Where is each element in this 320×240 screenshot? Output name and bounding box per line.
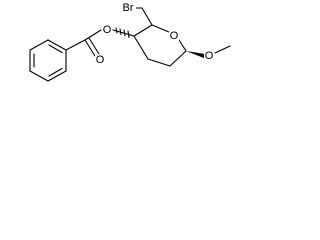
hashed-wedge-ester: [115, 27, 130, 39]
benzene-bond-4: [29, 70, 49, 82]
benzene-ring: [29, 39, 67, 82]
carbonyl-to-ester-oxygen-bond: [84, 29, 102, 41]
ring-oxygen-label: O: [170, 30, 179, 42]
pyran-bond-c6-c5: [169, 50, 187, 67]
bold-wedge-methoxy: [186, 51, 205, 58]
pyran-bond-o-c6: [178, 39, 187, 52]
atom-labels: Br O O O O: [95, 2, 214, 66]
bromomethyl-group: [133, 7, 153, 26]
pyran-bond-c4-c3: [133, 35, 149, 60]
methoxy-group: [186, 45, 231, 58]
benzene-double-bond-b: [48, 67, 63, 77]
carbonyl-oxygen-label: O: [96, 54, 105, 66]
pyran-bond-c3-c2: [133, 24, 153, 37]
ester-o-label-bg: [102, 24, 112, 36]
methoxy-oxygen-label: O: [205, 50, 214, 62]
pyran-bond-c5-c4: [147, 58, 171, 67]
hash-1: [115, 27, 118, 34]
benzene-bond-3: [47, 70, 67, 82]
methoxy-o-label-bg: [204, 50, 214, 62]
pyran-bond-c2-o: [151, 24, 170, 33]
hash-4: [127, 30, 130, 39]
chemical-structure-diagram: Br O O O O: [29, 2, 231, 82]
benzene-bond-6: [29, 39, 49, 51]
carbonyl-double-bond-2: [88, 37, 100, 55]
benzoyl-ester-group: [65, 29, 135, 57]
benzene-bond-1: [47, 39, 67, 51]
ester-oxygen-label: O: [103, 24, 112, 36]
carbonyl-o-label-bg: [95, 54, 105, 66]
bromine-label: Br: [123, 2, 134, 14]
br-label-bg: [120, 2, 136, 14]
c2-to-ch2-bond: [141, 7, 153, 26]
ring-to-carbonyl-bond: [65, 39, 86, 51]
benzene-double-bond-a: [48, 44, 63, 54]
carbonyl-double-bond-1: [84, 39, 96, 57]
methoxy-o-to-ch3-bond: [214, 45, 231, 54]
ring-o-label-bg: [169, 30, 179, 42]
pyran-ring: [133, 24, 187, 67]
hash-2: [119, 28, 122, 36]
hash-3: [123, 29, 126, 37]
